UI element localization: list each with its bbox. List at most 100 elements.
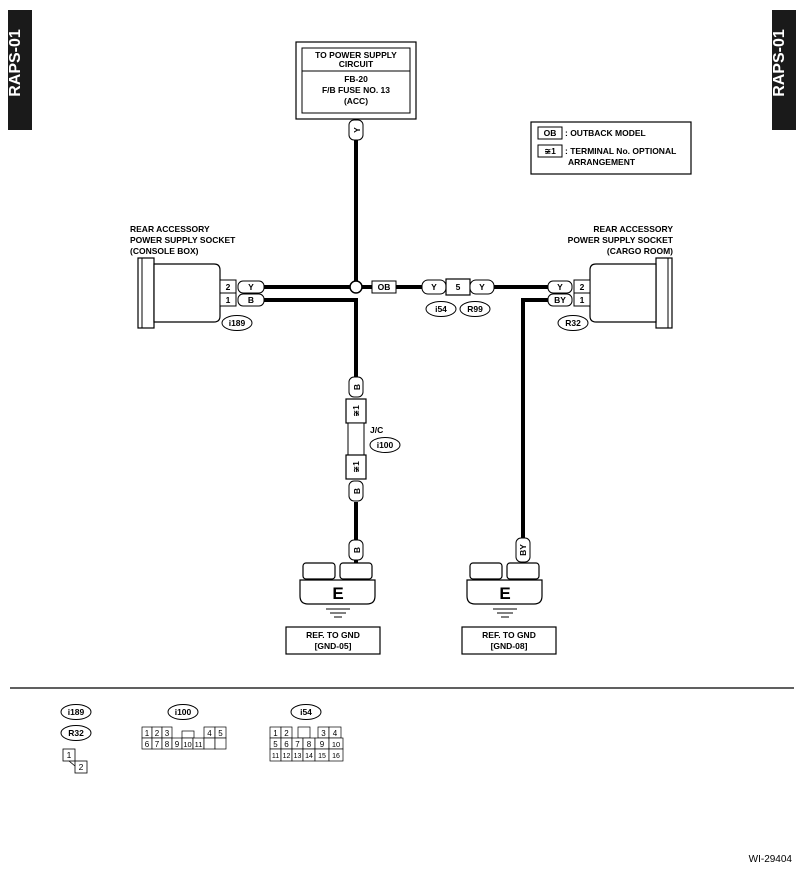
socket-right-wire-top: Y: [557, 282, 563, 292]
ob-tag: OB: [371, 280, 397, 294]
connector-view-i54: i54 1 2 3 4 5 6 7 8 9 10: [269, 704, 344, 762]
cv3-row1: 1 2 3 4: [269, 726, 342, 739]
inline-pin: 5: [456, 282, 461, 292]
cv1-label-a: i189: [68, 707, 85, 717]
power-box-line5: (ACC): [344, 96, 368, 106]
cv3-label: i54: [300, 707, 312, 717]
ground-left: B E REF. TO GND [GND-05]: [285, 539, 381, 655]
inline-wire-right: Y: [479, 282, 485, 292]
inline-conn-b: R99: [467, 304, 483, 314]
legend-ob-text: : OUTBACK MODEL: [565, 128, 646, 138]
cv2-pin: 1: [145, 729, 150, 738]
ground-left-letter: E: [332, 584, 343, 603]
cv2-pin: 9: [175, 740, 180, 749]
cv3-pin: 10: [332, 740, 340, 749]
cv2-pin: 8: [165, 740, 170, 749]
cv2-pin: 11: [195, 740, 203, 749]
inline-wire-left: Y: [431, 282, 437, 292]
ground-right-letter: E: [499, 584, 510, 603]
socket-right-pin-top: 2: [580, 282, 585, 292]
ground-left-ref2: [GND-05]: [315, 641, 352, 651]
socket-left-pin-bottom: 1: [226, 295, 231, 305]
cv2-pin: 3: [165, 729, 170, 738]
socket-left-wire-top: Y: [248, 282, 254, 292]
cv1-pin-2: 2: [79, 762, 84, 772]
cv2-pin: 4: [207, 729, 212, 738]
socket-right-wire-bottom: BY: [554, 295, 566, 305]
ground-right-ref2: [GND-08]: [491, 641, 528, 651]
cv3-pin: 16: [332, 753, 340, 760]
socket-right-connector: R32: [565, 318, 581, 328]
power-box-line3: FB-20: [344, 74, 368, 84]
jc-connector: i100: [377, 440, 394, 450]
power-supply-box: TO POWER SUPPLY CIRCUIT FB-20 F/B FUSE N…: [295, 41, 417, 120]
cv3-pin: 7: [295, 740, 300, 749]
legend-star-line2: ARRANGEMENT: [568, 157, 636, 167]
cv3-pin: 11: [272, 753, 279, 760]
connector-view-i189-r32: i189 R32 1 2: [60, 704, 92, 774]
cv3-pin: 8: [307, 740, 312, 749]
cv3-pin: 5: [273, 740, 278, 749]
ground-right: BY E REF. TO GND [GND-08]: [461, 537, 557, 655]
socket-left: REAR ACCESSORY POWER SUPPLY SOCKET (CONS…: [130, 224, 265, 331]
ground-left-wire: B: [352, 547, 362, 553]
socket-right-line3: (CARGO ROOM): [607, 246, 673, 256]
legend-star-tag: ≆1: [544, 146, 556, 156]
inline-connector: Y 5 Y i54 R99: [421, 278, 495, 317]
cv3-pin: 12: [283, 753, 291, 760]
side-tab-right-label: RAPS-01: [771, 29, 788, 97]
cv3-pin: 13: [294, 753, 302, 760]
legend-star-line1: : TERMINAL No. OPTIONAL: [565, 146, 676, 156]
cv3-pin: 4: [333, 729, 338, 738]
cv2-pin: 5: [218, 729, 223, 738]
cv2-row2: 6 7 8 9 10 11 12: [141, 737, 227, 750]
jc-star-bottom: ≆1: [351, 461, 361, 473]
cv3-row2: 5 6 7 8 9 10: [269, 737, 344, 750]
cv1-pin-1: 1: [67, 750, 72, 760]
ground-right-wire: BY: [518, 544, 528, 556]
ground-right-ref1: REF. TO GND: [482, 630, 536, 640]
ob-tag-label: OB: [378, 282, 391, 292]
cv2-label: i100: [175, 707, 192, 717]
cv1-label-b: R32: [68, 728, 84, 738]
ground-left-ref1: REF. TO GND: [306, 630, 360, 640]
cv3-row3: 11 12 13 14 15 16: [269, 748, 344, 762]
socket-left-line1: REAR ACCESSORY: [130, 224, 210, 234]
side-tab-left-label: RAPS-01: [7, 29, 24, 97]
cv2-pin: 10: [183, 740, 191, 749]
power-box-line1: TO POWER SUPPLY: [315, 50, 397, 60]
socket-right-line2: POWER SUPPLY SOCKET: [568, 235, 674, 245]
figure-id: WI-29404: [749, 854, 793, 865]
splice-point: [349, 280, 363, 294]
cv2-pin: 6: [145, 740, 150, 749]
legend-ob-tag: OB: [544, 128, 557, 138]
cv2-pin: 2: [155, 729, 160, 738]
cv2-pin: 7: [155, 740, 160, 749]
cv3-pin: 6: [284, 740, 289, 749]
cv2-row1: 1 2 3 4 5: [141, 726, 227, 739]
joint-connector: B ≆1 ≆1 B J/C i100: [345, 376, 401, 502]
legend-box: OB : OUTBACK MODEL ≆1 : TERMINAL No. OPT…: [530, 121, 692, 175]
socket-left-pin-top: 2: [226, 282, 231, 292]
jc-wire-bottom: B: [352, 488, 362, 494]
cv3-pin: 2: [284, 729, 289, 738]
socket-right-line1: REAR ACCESSORY: [593, 224, 673, 234]
cv3-pin: 9: [320, 740, 325, 749]
socket-right: REAR ACCESSORY POWER SUPPLY SOCKET (CARG…: [547, 224, 674, 331]
cv3-pin: 1: [273, 729, 278, 738]
jc-star-top: ≆1: [351, 405, 361, 417]
power-box-line4: F/B FUSE NO. 13: [322, 85, 390, 95]
socket-left-wire-bottom: B: [248, 295, 254, 305]
cv3-pin: 3: [321, 729, 326, 738]
top-wire-tag: Y: [348, 119, 364, 141]
cv3-pin: 15: [318, 753, 326, 760]
side-tab-right: RAPS-01: [771, 10, 796, 130]
socket-left-line3: (CONSOLE BOX): [130, 246, 199, 256]
socket-left-line2: POWER SUPPLY SOCKET: [130, 235, 236, 245]
jc-wire-top: B: [352, 384, 362, 390]
side-tab-left: RAPS-01: [7, 10, 32, 130]
socket-left-connector: i189: [229, 318, 246, 328]
connector-view-i100: i100 1 2 3 4 5 6 7 8 9 10 11: [141, 704, 227, 750]
wires: [264, 119, 548, 564]
